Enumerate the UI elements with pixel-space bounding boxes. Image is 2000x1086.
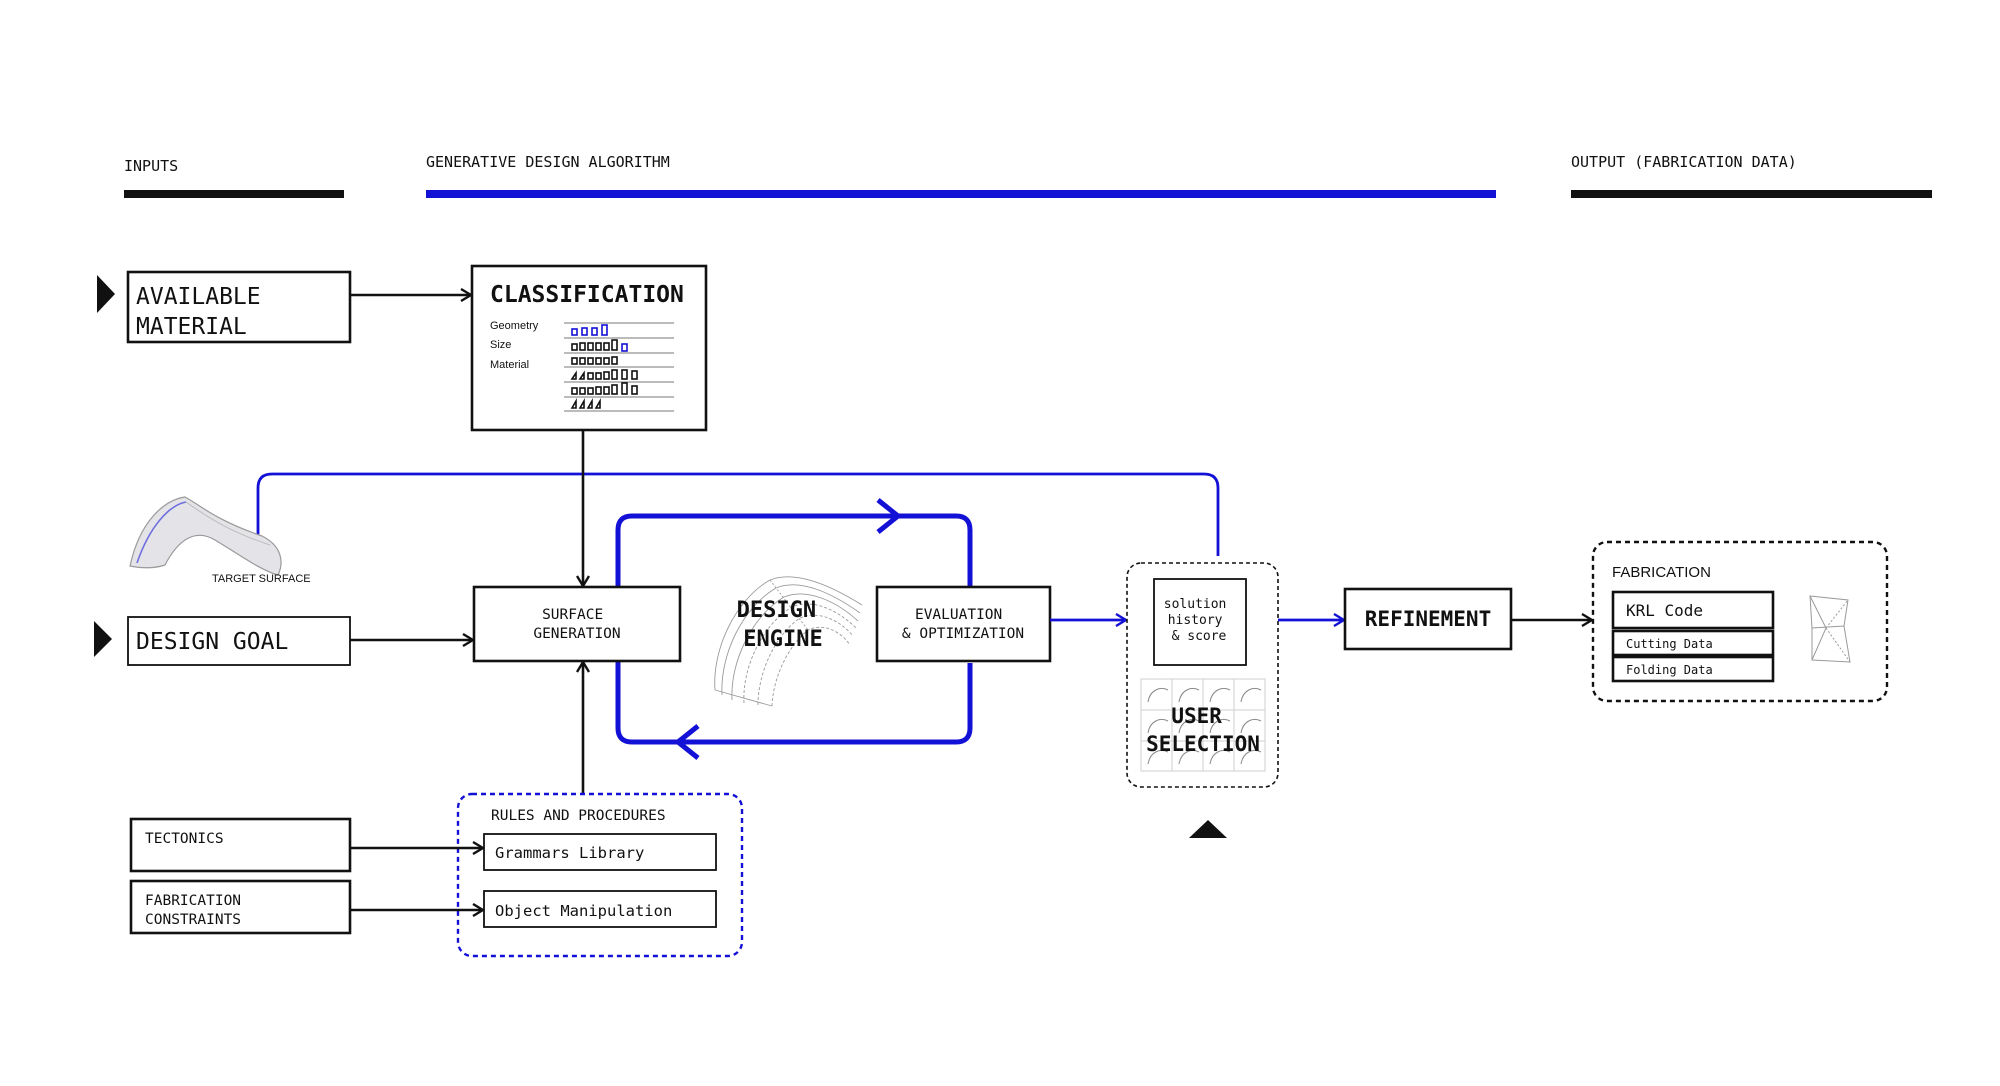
classification-title: CLASSIFICATION [490,282,684,308]
object-manipulation-box [483,890,717,928]
section-inputs-bar [124,190,344,198]
solution-history-label: solution history & score [1164,597,1234,644]
tectonics-label: TECTONICS [145,831,224,847]
fabrication-title: FABRICATION [1612,564,1711,581]
user-selection-label: USER SELECTION [1146,704,1260,756]
available-material-label: AVAILABLE MATERIAL [136,284,274,340]
section-output-bar [1571,190,1932,198]
evaluation-label: EVALUATION & OPTIMIZATION [902,607,1024,642]
krl-code-label: KRL Code [1626,601,1703,620]
cutting-data-box [1611,629,1775,657]
section-algorithm: GENERATIVE DESIGN ALGORITHM [426,153,1496,198]
folding-data-box [1611,655,1775,683]
object-manipulation-label: Object Manipulation [495,902,672,920]
play-marker-icon [97,275,115,313]
user-input-triangle-icon [1189,820,1227,838]
solution-thumbnails [1147,688,1262,765]
loop-arrowhead-bottom [673,724,700,760]
fabrication-constraints-box [129,879,352,935]
target-surface-illustration [129,496,282,576]
classification-label-material: Material [490,359,529,371]
classification-histogram [564,322,674,412]
cutting-data-label: Cutting Data [1626,637,1713,651]
feedback-loop-arrow [258,472,1220,556]
design-engine-loop [615,513,973,745]
target-surface-label: TARGET SURFACE [212,573,311,585]
available-material-box [126,270,352,344]
section-algorithm-label: GENERATIVE DESIGN ALGORITHM [426,153,670,171]
solution-thumbnail-grid [1140,678,1266,772]
fabrication-constraints-label: FABRICATION CONSTRAINTS [145,893,250,928]
classification-label-geometry: Geometry [490,320,539,332]
section-output-label: OUTPUT (FABRICATION DATA) [1571,153,1797,171]
solution-history-box [1153,578,1247,666]
krl-code-box [1611,590,1775,630]
folding-data-label: Folding Data [1626,663,1713,677]
evaluation-box [875,585,1052,663]
grammars-library-label: Grammars Library [495,844,644,862]
section-inputs-label: INPUTS [124,157,178,175]
refinement-label: REFINEMENT [1365,607,1491,631]
surface-generation-label: SURFACE GENERATION [533,607,620,642]
folded-panel-sketch [1809,595,1851,663]
refinement-box [1343,587,1513,651]
play-marker-icon [94,621,112,657]
surface-generation-box [472,585,682,663]
loop-arrowhead-top [876,498,903,534]
classification-box [470,264,708,432]
design-engine-label: DESIGN ENGINE [737,598,830,652]
rules-procedures-title: RULES AND PROCEDURES [491,808,666,824]
design-goal-label: DESIGN GOAL [136,629,288,655]
tectonics-box [129,817,352,873]
grammars-library-box [483,833,717,871]
section-algorithm-bar [426,190,1496,198]
design-engine-sketch [714,576,863,707]
section-output: OUTPUT (FABRICATION DATA) [1571,153,1932,198]
design-goal-box [127,616,351,666]
section-inputs: INPUTS [124,157,344,198]
classification-label-size: Size [490,339,511,351]
rules-procedures-container [456,792,744,958]
